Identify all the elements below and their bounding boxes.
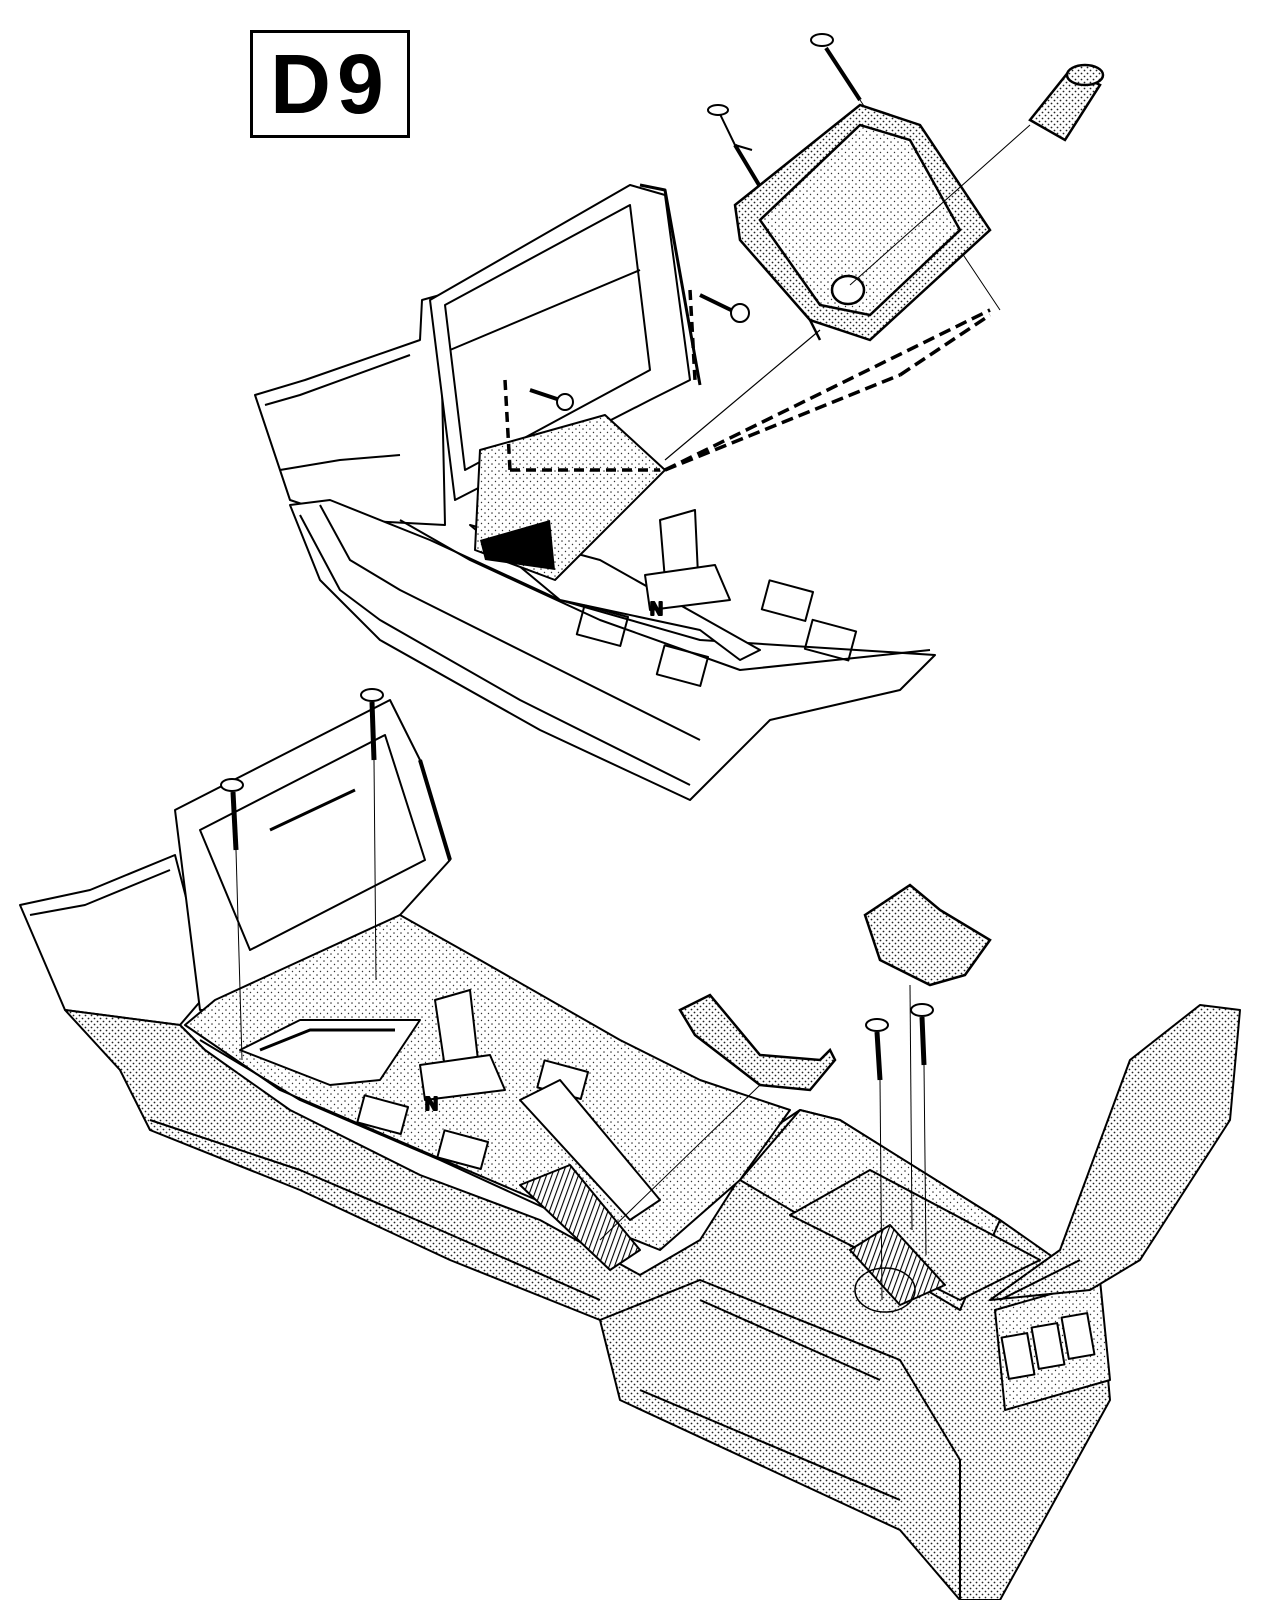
armrest-cover-part	[863, 883, 992, 1231]
screw-icon	[707, 104, 764, 192]
screw-icon	[865, 1018, 889, 1301]
screw-icon	[220, 778, 244, 1061]
figure-label-box: D9	[250, 30, 410, 138]
lower-storage-tray	[239, 1019, 421, 1086]
upper-console-body	[289, 499, 936, 801]
parking-brake-lever	[519, 1079, 661, 1221]
lower-screws	[220, 688, 934, 1301]
brake-boot-part	[599, 993, 837, 1241]
switch-2	[1030, 1322, 1066, 1370]
armrest-lid	[989, 1004, 1241, 1301]
switch-3	[1060, 1312, 1096, 1360]
upper-gear-mark: N	[650, 599, 663, 619]
lower-dash-surround	[19, 854, 211, 1026]
screw-icon	[529, 388, 574, 411]
lower-console-assembly: N	[19, 699, 1241, 1600]
lower-side-panel	[599, 1279, 961, 1600]
upper-screws	[529, 33, 1001, 411]
ashtray-part	[733, 103, 992, 342]
upper-console-assembly: N	[254, 183, 991, 801]
upper-dash-surround	[254, 294, 446, 526]
switch-1	[1000, 1332, 1036, 1380]
screw-icon	[699, 293, 750, 323]
lower-gear-mark: N	[425, 1094, 438, 1114]
upper-center-stack	[429, 184, 691, 501]
screw-icon	[360, 688, 384, 981]
figure-label: D9	[270, 37, 390, 131]
cigarette-lighter-part	[849, 63, 1105, 286]
screw-icon	[910, 1003, 934, 1256]
rear-ribbed-opening	[849, 1224, 946, 1306]
brake-slot	[519, 1164, 641, 1271]
